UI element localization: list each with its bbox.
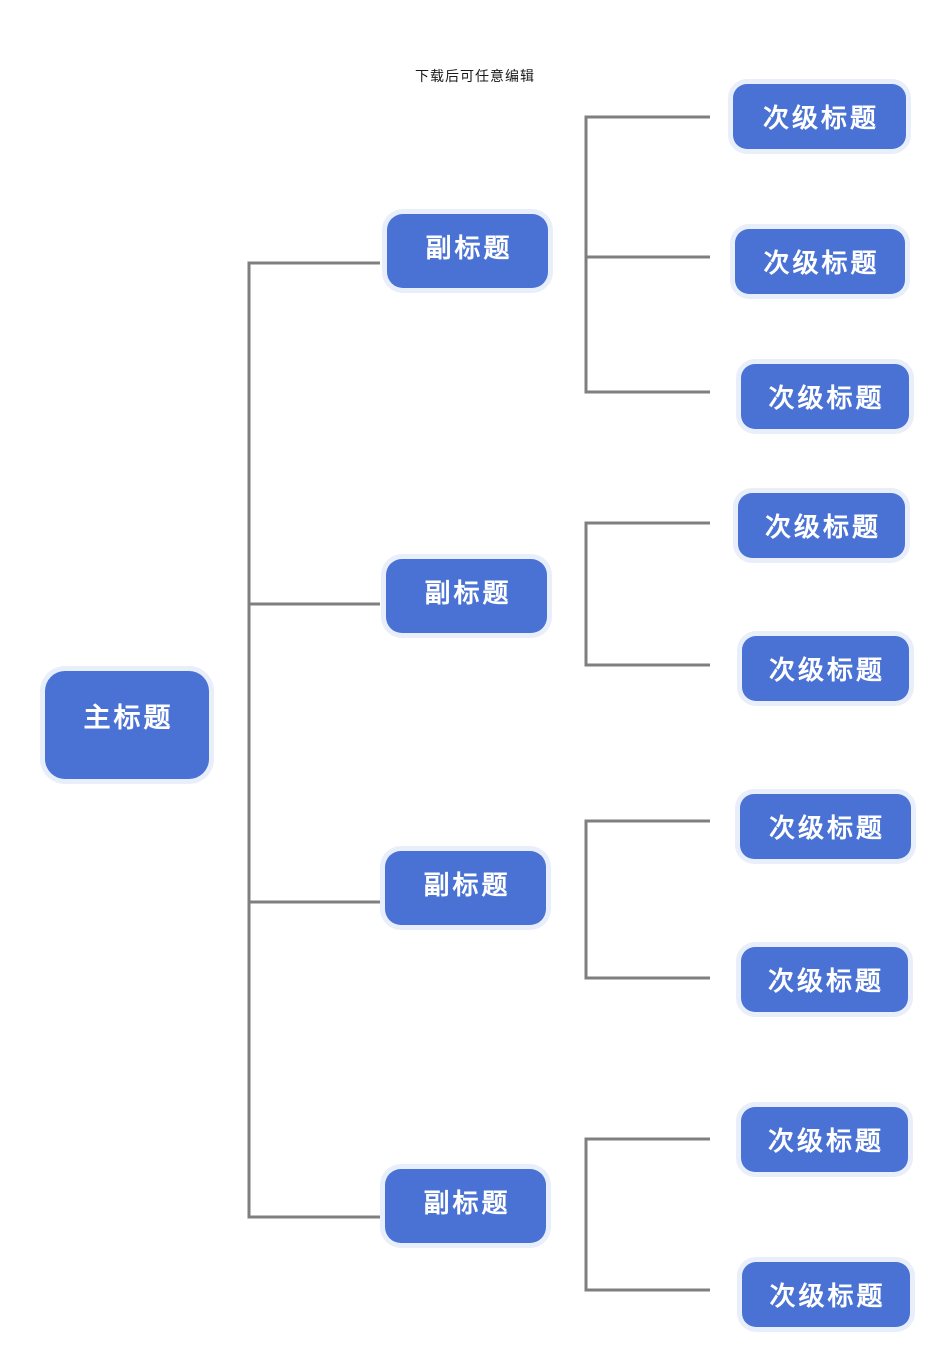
node-main-title[interactable]: 主标题 — [45, 671, 209, 779]
node-secondary-3-1[interactable]: 次级标题 — [740, 794, 911, 859]
node-secondary-4-1[interactable]: 次级标题 — [741, 1107, 908, 1172]
node-secondary-2-2[interactable]: 次级标题 — [742, 636, 909, 701]
node-secondary-3-2[interactable]: 次级标题 — [741, 947, 908, 1012]
node-subtitle-2[interactable]: 副标题 — [386, 559, 547, 633]
node-subtitle-3[interactable]: 副标题 — [385, 851, 546, 925]
node-secondary-1-3[interactable]: 次级标题 — [741, 364, 909, 429]
node-secondary-2-1[interactable]: 次级标题 — [738, 493, 905, 558]
node-subtitle-1[interactable]: 副标题 — [387, 214, 548, 288]
node-subtitle-4[interactable]: 副标题 — [385, 1169, 546, 1243]
node-secondary-1-2[interactable]: 次级标题 — [735, 229, 905, 294]
node-secondary-1-1[interactable]: 次级标题 — [733, 84, 906, 149]
watermark-text: 下载后可任意编辑 — [415, 70, 535, 85]
node-secondary-4-2[interactable]: 次级标题 — [742, 1262, 910, 1327]
